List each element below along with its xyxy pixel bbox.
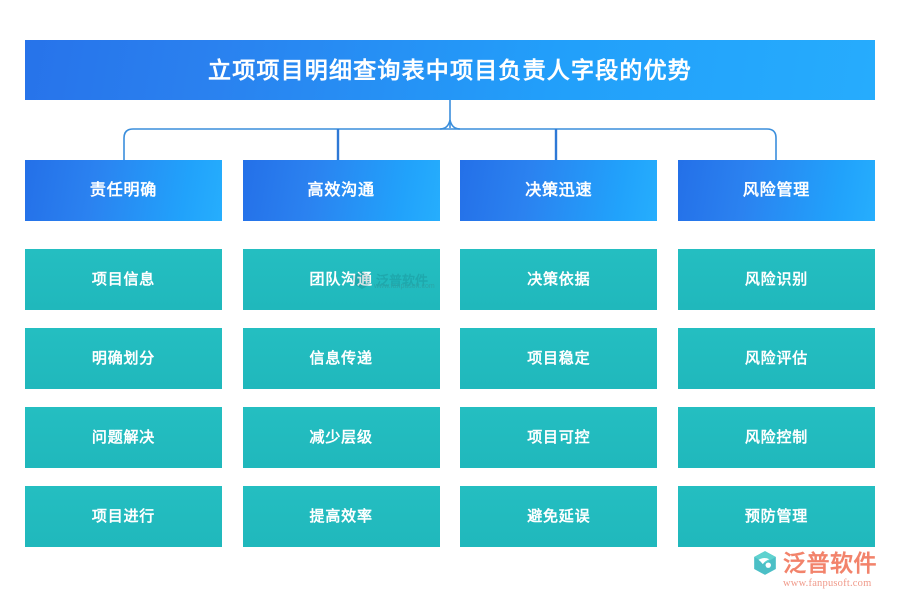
leaf-box[interactable]: 决策依据 bbox=[460, 249, 658, 310]
leaf-box-label: 避免延误 bbox=[527, 508, 591, 525]
leaf-box-label: 明确划分 bbox=[91, 350, 156, 367]
leaf-box-label: 项目信息 bbox=[91, 271, 156, 288]
category-header-label: 责任明确 bbox=[89, 181, 158, 199]
leaf-box[interactable]: 问题解决 bbox=[25, 407, 222, 468]
leaf-box-label: 风险控制 bbox=[744, 429, 809, 446]
leaf-box[interactable]: 团队沟通 bbox=[242, 249, 440, 310]
leaf-box-label: 风险评估 bbox=[744, 350, 809, 367]
leaf-box-label: 预防管理 bbox=[744, 508, 809, 525]
category-header-1[interactable]: 责任明确 bbox=[25, 160, 222, 221]
leaf-box[interactable]: 项目进行 bbox=[25, 486, 222, 547]
leaf-row-2: 明确划分 信息传递 项目稳定 风险评估 bbox=[25, 328, 875, 389]
leaf-box-label: 项目稳定 bbox=[527, 350, 591, 367]
brand-url: www.fanpusoft.com bbox=[783, 578, 872, 589]
leaf-box[interactable]: 风险评估 bbox=[677, 328, 875, 389]
leaf-box-label: 信息传递 bbox=[309, 350, 373, 367]
leaf-box-label: 项目可控 bbox=[527, 429, 591, 446]
leaf-box[interactable]: 风险控制 bbox=[677, 407, 875, 468]
category-header-4[interactable]: 风险管理 bbox=[677, 160, 875, 221]
category-header-label: 决策迅速 bbox=[525, 181, 593, 199]
leaf-row-1: 项目信息 团队沟通 决策依据 风险识别 bbox=[25, 249, 875, 310]
leaf-box-label: 问题解决 bbox=[91, 429, 156, 446]
diagram-grid: 责任明确 高效沟通 决策迅速 风险管理 项目信息 团队沟通 决策依据 bbox=[25, 160, 875, 547]
diagram-title-banner: 立项项目明细查询表中项目负责人字段的优势 bbox=[25, 40, 875, 100]
leaf-box[interactable]: 项目可控 bbox=[460, 407, 658, 468]
category-header-3[interactable]: 决策迅速 bbox=[460, 160, 658, 221]
leaf-box-label: 提高效率 bbox=[309, 508, 373, 525]
connector-bracket bbox=[123, 100, 777, 160]
category-header-2[interactable]: 高效沟通 bbox=[242, 160, 440, 221]
category-header-label: 高效沟通 bbox=[307, 181, 375, 199]
brand-logo-row: 泛普软件 bbox=[752, 549, 892, 577]
leaf-box-label: 风险识别 bbox=[744, 271, 809, 288]
leaf-box[interactable]: 提高效率 bbox=[242, 486, 440, 547]
leaf-box-label: 团队沟通 bbox=[309, 271, 373, 288]
leaf-box[interactable]: 预防管理 bbox=[677, 486, 875, 547]
leaf-row-4: 项目进行 提高效率 避免延误 预防管理 bbox=[25, 486, 875, 547]
leaf-box[interactable]: 信息传递 bbox=[242, 328, 440, 389]
leaf-box-label: 减少层级 bbox=[309, 429, 373, 446]
leaf-box[interactable]: 风险识别 bbox=[677, 249, 875, 310]
fanpu-logo-icon bbox=[754, 551, 776, 575]
leaf-box[interactable]: 避免延误 bbox=[460, 486, 658, 547]
header-row: 责任明确 高效沟通 决策迅速 风险管理 bbox=[25, 160, 875, 221]
leaf-box[interactable]: 项目稳定 bbox=[460, 328, 658, 389]
diagram-title-text: 立项项目明细查询表中项目负责人字段的优势 bbox=[208, 56, 692, 83]
brand-name: 泛普软件 bbox=[783, 549, 877, 576]
leaf-box[interactable]: 明确划分 bbox=[25, 328, 222, 389]
brand-logo: 泛普软件 www.fanpusoft.com bbox=[752, 549, 892, 593]
leaf-box-label: 决策依据 bbox=[527, 271, 591, 288]
leaf-row-3: 问题解决 减少层级 项目可控 风险控制 bbox=[25, 407, 875, 468]
leaf-box[interactable]: 减少层级 bbox=[242, 407, 440, 468]
category-header-label: 风险管理 bbox=[742, 181, 811, 199]
leaf-box-label: 项目进行 bbox=[91, 508, 156, 525]
leaf-box[interactable]: 项目信息 bbox=[25, 249, 222, 310]
